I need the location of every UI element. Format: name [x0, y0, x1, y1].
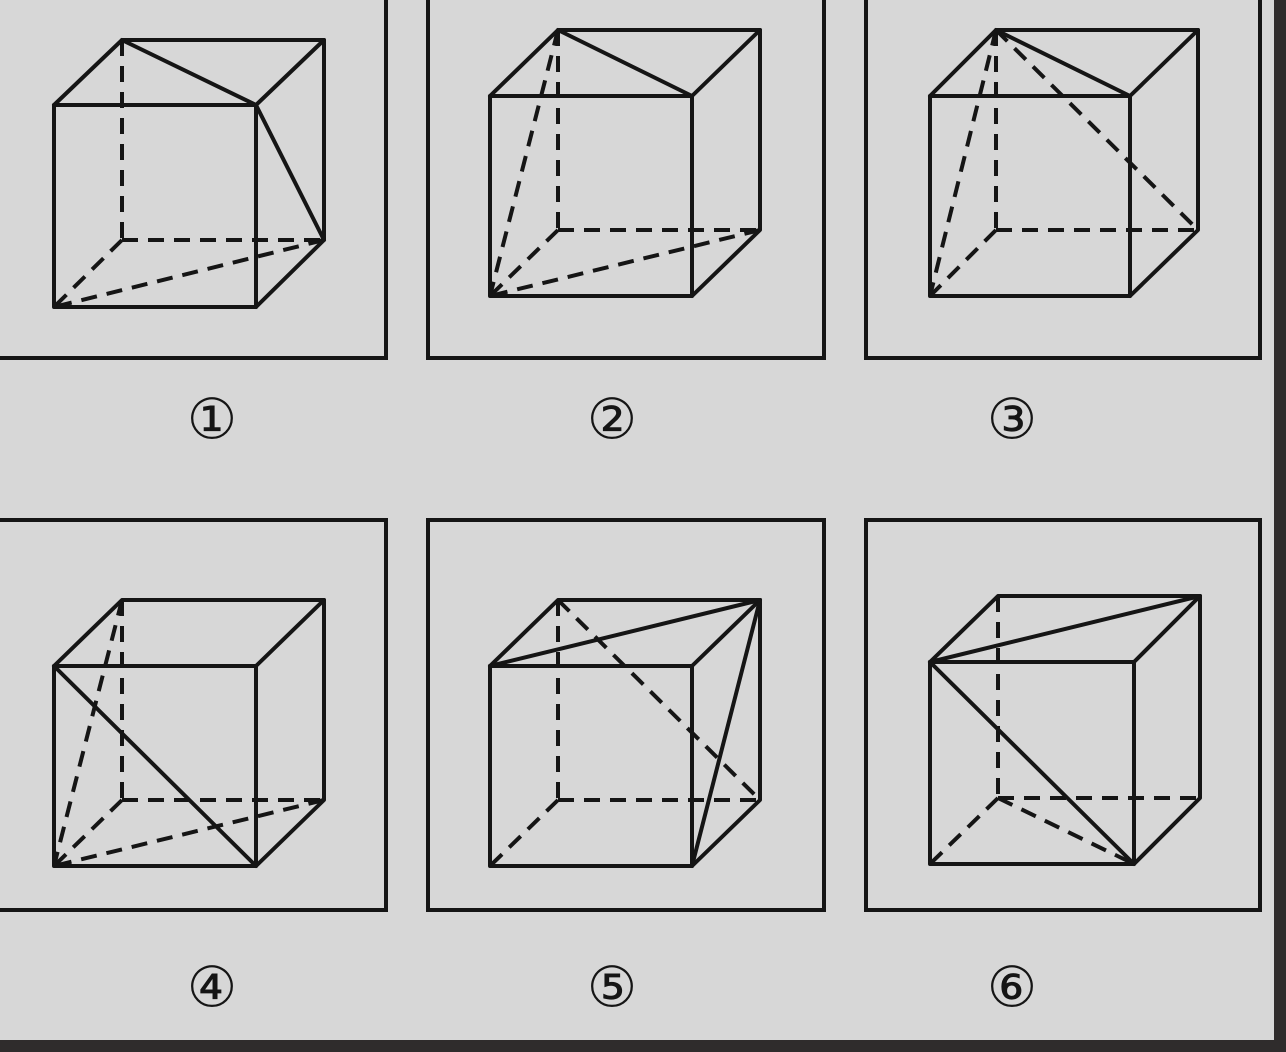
hidden-edge-line	[52, 599, 124, 867]
visible-edge-line	[254, 103, 326, 242]
panel-label: ⑥	[987, 956, 1037, 1021]
visible-edge-line	[52, 664, 258, 868]
hidden-edge-line	[928, 228, 998, 298]
visible-edge-line	[928, 28, 1200, 98]
hidden-edge-line	[928, 29, 998, 297]
visible-edge-line	[488, 598, 762, 668]
hidden-edge-line	[52, 238, 124, 309]
panel-label: ④	[187, 956, 237, 1021]
panel-label: ①	[187, 388, 237, 453]
panel-frame	[0, 0, 388, 360]
diagram-sheet: ① ②	[0, 0, 1274, 1040]
panel-4: ④	[0, 518, 388, 1021]
visible-edge-line	[994, 28, 1132, 98]
cube-3	[928, 28, 1200, 298]
panel-frame	[864, 518, 1262, 912]
visible-edge-line	[488, 28, 762, 98]
cube-4	[52, 598, 326, 868]
visible-edge-line	[1132, 594, 1202, 866]
hidden-edge-line	[488, 228, 560, 298]
panel-5: ⑤	[426, 518, 826, 1021]
visible-edge-line	[928, 660, 1136, 866]
panel-label: ③	[987, 388, 1037, 453]
visible-edge-line	[928, 594, 1202, 664]
cube-5	[488, 598, 762, 868]
panel-frame	[864, 0, 1262, 360]
visible-edge-line	[1128, 28, 1200, 298]
hidden-edge-line	[489, 228, 761, 298]
panel-frame	[0, 518, 388, 912]
panel-label: ②	[587, 388, 637, 453]
visible-edge-line	[690, 598, 762, 868]
hidden-edge-line	[556, 598, 762, 802]
panel-label: ⑤	[587, 956, 637, 1021]
hidden-edge-line	[488, 29, 560, 297]
visible-edge-line	[488, 598, 762, 668]
visible-edge-line	[254, 598, 326, 868]
visible-edge-line	[690, 598, 762, 868]
hidden-edge-line	[928, 796, 1000, 866]
panel-1: ①	[0, 0, 388, 453]
panel-2: ②	[426, 0, 826, 453]
hidden-edge-line	[53, 238, 325, 309]
hidden-edge-line	[52, 798, 124, 868]
visible-edge-line	[120, 38, 258, 107]
visible-edge-line	[52, 38, 326, 107]
cube-6	[928, 594, 1202, 866]
cube-2	[488, 28, 762, 298]
visible-edge-line	[556, 28, 694, 98]
cube-section-figure: ① ②	[0, 0, 1262, 1021]
hidden-edge-line	[997, 796, 1135, 866]
panel-6: ⑥	[864, 518, 1262, 1021]
hidden-edge-line	[994, 28, 1200, 232]
visible-edge-line	[690, 28, 762, 298]
hidden-edge-line	[53, 798, 325, 868]
panel-frame	[426, 0, 826, 360]
panel-frame	[426, 518, 826, 912]
visible-edge-line	[928, 594, 1202, 664]
cube-1	[52, 38, 326, 309]
hidden-edge-line	[488, 798, 560, 868]
visible-edge-line	[928, 94, 1132, 298]
visible-edge-line	[52, 598, 326, 668]
panel-3: ③	[864, 0, 1262, 453]
